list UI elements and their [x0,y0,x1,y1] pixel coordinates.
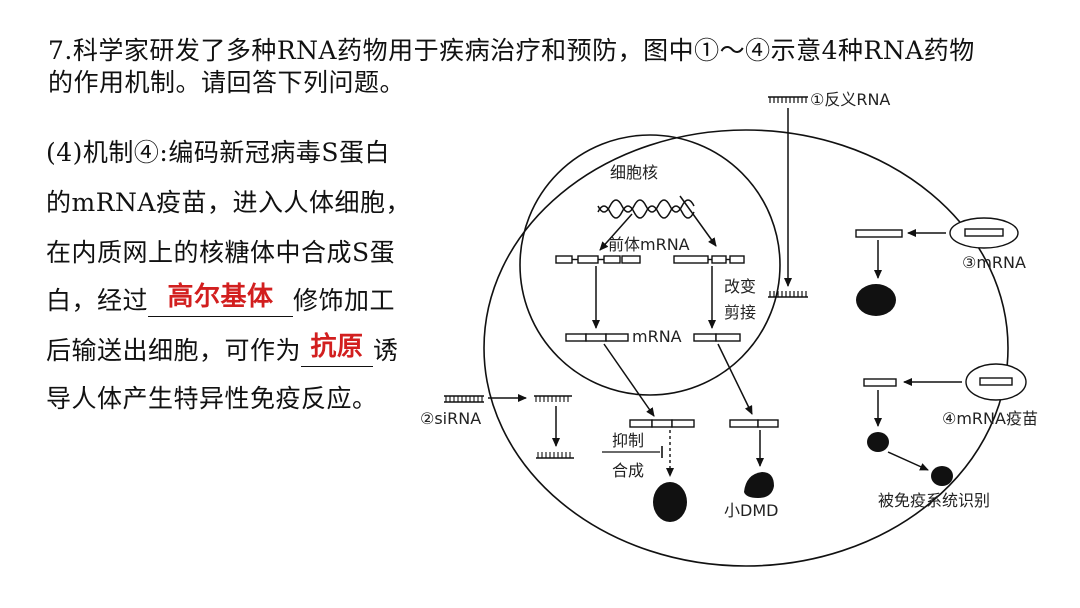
dna-icon [597,199,695,219]
label-inhibit: 抑制 [612,431,644,450]
sirna-single-icon [534,395,572,402]
arrow-mrna-left [603,343,655,417]
subq-line-2: 的mRNA疫苗，进入人体细胞， [46,188,411,217]
subq-line-5-pre: 后输送出细胞，可作为 [46,336,302,365]
answer-blank-2: 抗原 [301,332,374,367]
pre-mrna-right [673,255,745,264]
answer-antigen: 抗原 [310,332,364,362]
mrna3-strand [855,229,903,238]
subq-line-4-post: 修饰加工 [293,286,396,315]
mrna-lower-left [629,419,695,428]
antisense-rna-icon [768,96,808,103]
subq-line-4: 白，经过高尔基体修饰加工 [46,282,396,317]
protein-blocked [653,482,687,522]
antisense-bound-icon [768,291,808,298]
vaccine-strand [863,378,897,387]
secreted-s-protein [931,466,953,486]
question-line-2: 的作用机制。请回答下列问题。 [48,68,406,97]
subq-line-5-post: 诱 [373,336,399,365]
label-sirna: ②siRNA [420,409,481,428]
s-protein [867,432,889,452]
subq-line-1: (4)机制④:编码新冠病毒S蛋白 [46,138,390,167]
arrow-to-secreted [887,451,929,471]
sirna-bound-icon [536,452,574,459]
label-mrna3: ③mRNA [962,253,1026,272]
label-antisense-rna: ①反义RNA [810,90,890,109]
answer-golgi: 高尔基体 [167,282,274,312]
arrow-mrna-right [717,343,753,415]
arrow-dna-left [599,213,633,251]
mrna-right [693,333,741,342]
small-dmd-protein [744,472,774,498]
mrna3-protein [856,284,896,316]
label-change: 改变 [724,277,756,296]
label-nucleus: 细胞核 [610,163,658,182]
question-line-1: 7.科学家研发了多种RNA药物用于疾病治疗和预防，图中①～④示意4种RNA药物 [48,36,975,65]
mrna3-vesicle-icon [949,217,1019,249]
mrna-lower-right [729,419,779,428]
answer-blank-1: 高尔基体 [148,282,294,317]
label-immune: 被免疫系统识别 [878,491,990,510]
pre-mrna-left [555,255,641,264]
mrna-vaccine-vesicle-icon [965,363,1027,401]
label-mrna-vaccine: ④mRNA疫苗 [942,409,1038,428]
label-small-dmd: 小DMD [724,501,778,520]
subq-line-6: 导人体产生特异性免疫反应。 [46,384,378,413]
subq-line-3: 在内质网上的核糖体中合成S蛋 [46,238,396,267]
mrna-left [565,333,629,342]
cell-outline [483,129,1009,567]
label-pre-mrna: 前体mRNA [608,235,690,254]
label-splicing: 剪接 [724,303,756,322]
label-mrna: mRNA [632,327,682,346]
label-synthesis: 合成 [612,461,644,480]
nucleus-outline [519,134,781,396]
subq-line-5: 后输送出细胞，可作为抗原诱 [46,332,399,367]
sirna-icon [444,395,484,403]
arrow-dna-right [679,195,717,247]
subq-line-4-pre: 白，经过 [46,286,149,315]
